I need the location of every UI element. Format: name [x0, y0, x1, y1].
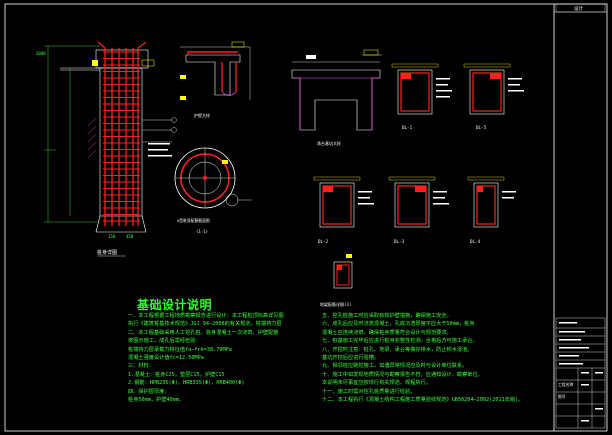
note-left-line: 桩端持力层承载力特征值fa—frk=38.70MPa: [128, 346, 232, 353]
note-right-line: 十、施工中如发现地质情况与勘察报告不符，应通知设计、勘察单位。: [322, 371, 483, 378]
beam-label-dl1: DL-1: [402, 125, 413, 130]
title-block-header: 设计: [574, 5, 583, 12]
pile-cap-detail: [180, 41, 251, 100]
note-right-line: 本说明未尽事宜应按现行有关规范、规程执行。: [322, 380, 431, 387]
note-left-line: 1.混凝土：桩身C25，垫层C15，护壁C15: [128, 371, 225, 378]
note-right-line: 八、开挖时注意：桩孔、地梁、承台等做好排水，防止积水浸泡。: [322, 346, 473, 353]
note-right-line: 基坑开挖后应进行验槽。: [322, 354, 380, 361]
note-right-line: 七、桩基施工完毕后应进行桩身完整性检测，合格后方可施工承台。: [322, 338, 478, 345]
note-right-line: 十一、施工时需对挖孔桩质量进行检验。: [322, 388, 416, 395]
dim-label-bottom-left: 150: [108, 234, 116, 239]
title-block-filler: [559, 322, 603, 422]
section-title: A型桩身配筋截面图: [177, 218, 210, 223]
note-left-line: 执行《建筑桩基技术规范》JGJ 94—2008的有关规定，桩端持力层: [128, 321, 282, 328]
beam-label-dl4: DL-4: [470, 239, 481, 244]
beam-detail-label: 地梁配筋详图(3): [320, 301, 351, 307]
pile-section-label: 桩身详图: [97, 249, 117, 256]
pile-cap-label: 护壁大样: [194, 112, 210, 118]
note-left-line: 混凝土强度设计值fc=12.50MPa: [128, 354, 204, 361]
note-right-line: 五、挖孔桩施工时应采取有效护壁措施，确保施工安全。: [322, 313, 452, 319]
section-1-1: [174, 147, 252, 209]
pile-elevation: 2000 150 450: [36, 41, 177, 239]
note-left-line: 一、本工程根据工程地质勘察报告进行设计：本工程桩顶标高详见图: [128, 313, 284, 319]
note-right-line: 混凝土应连续浇筑，确保桩身质量符合设计与规范要求。: [322, 329, 452, 336]
note-left-line: 按图示施工，成孔后需经检验：: [128, 338, 201, 345]
note-left-line: 桩身50mm，护壁40mm。: [128, 396, 185, 403]
note-right-line: 六、成孔后应及时浇筑混凝土，孔底沉渣厚度不应大于50mm，桩身: [322, 321, 475, 328]
small-beam-detail: [333, 254, 353, 289]
beam-section-dl2: [313, 176, 374, 228]
title-block-project: 工程名称: [558, 382, 573, 387]
beam-label-dl5: DL-5: [476, 125, 487, 130]
note-left-line: 三、材料：: [128, 363, 154, 370]
pile-stirrups: [103, 51, 140, 222]
note-left-line: 二、本工程基础采用人工挖孔桩，桩身混凝土一次浇筑，护壁配筋: [128, 329, 279, 336]
dim-label-bottom-right: 450: [126, 234, 134, 239]
note-right-line: 九、相邻桩应跳挖施工，如遇异常情况应及时与设计单位联系。: [322, 363, 468, 370]
note-left-line: 2.钢筋：HPB235(Φ)，HRB335(Φ)，HRB400(Φ): [128, 380, 245, 387]
beam-label-dl3: DL-3: [394, 239, 405, 244]
beam-section-dl5: [463, 63, 524, 115]
note-right-line: 十二、本工程执行《混凝土结构工程施工质量验收规范》GB50204—2002(20…: [322, 396, 524, 403]
design-notes-left: 一、本工程根据工程地质勘察报告进行设计：本工程桩顶标高详见图 执行《建筑桩基技术…: [128, 312, 316, 404]
pit-detail: [291, 49, 382, 131]
design-notes-right: 五、挖孔桩施工时应采取有效护壁措施，确保施工安全。六、成孔后应及时浇筑混凝土，孔…: [322, 312, 554, 404]
title-block: [554, 3, 607, 429]
beam-label-dl2: DL-2: [318, 239, 329, 244]
dim-label-top: 2000: [36, 51, 46, 56]
pit-detail-label: 承台基坑大样: [317, 140, 341, 146]
sheet-border: [4, 3, 608, 432]
title-block-sheet: 图号: [558, 394, 566, 399]
beam-section-dl4: [467, 176, 516, 228]
design-notes-title: 基础设计说明: [137, 298, 213, 312]
section-subtitle: (1-1): [196, 229, 208, 234]
note-left-line: 四、保护层厚度：: [128, 388, 170, 395]
beam-section-dl1: [391, 63, 452, 115]
beam-section-dl3: [388, 176, 449, 228]
